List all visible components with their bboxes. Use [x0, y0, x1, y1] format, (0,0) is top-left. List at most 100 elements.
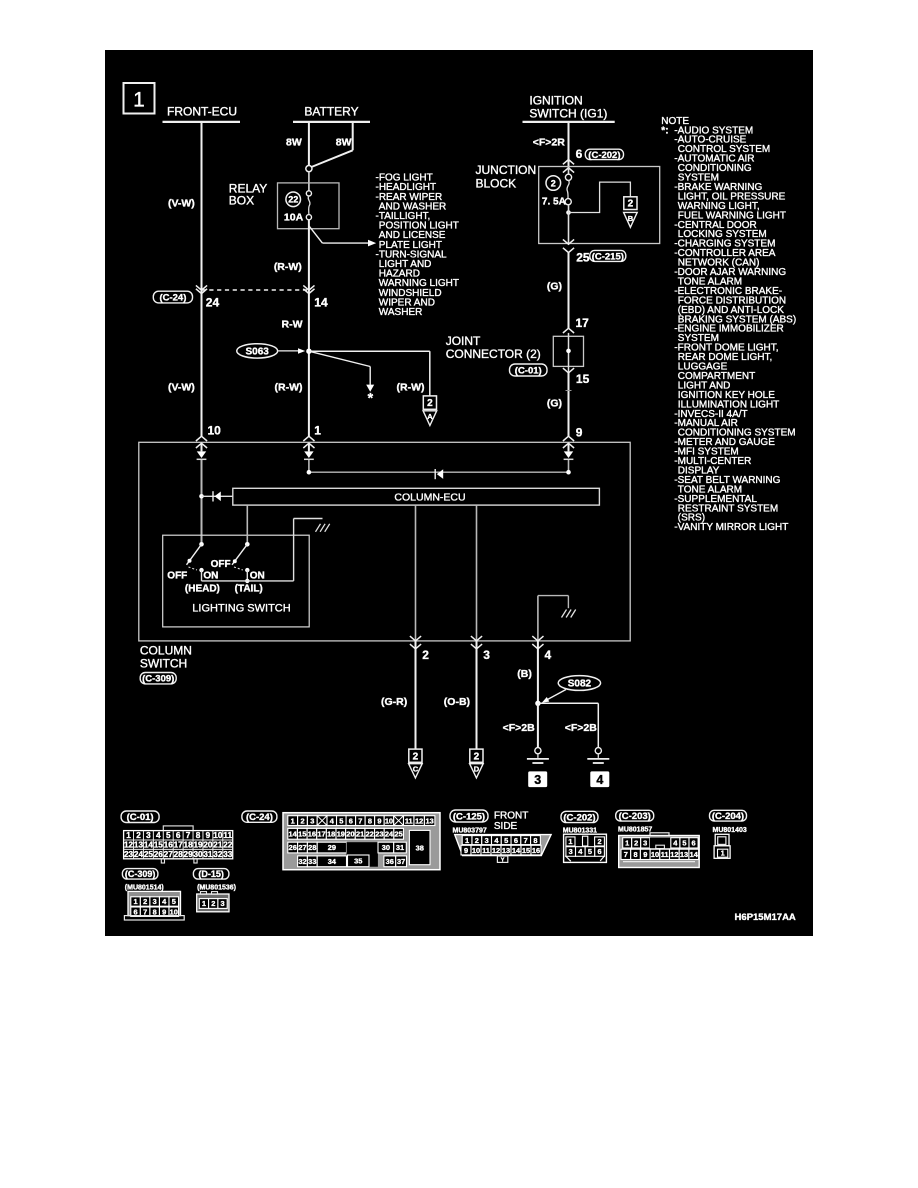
svg-text:D: D	[474, 765, 480, 774]
svg-text:(G): (G)	[547, 281, 562, 293]
svg-text:13: 13	[502, 846, 510, 855]
svg-text:6: 6	[691, 839, 695, 848]
svg-text:1: 1	[126, 831, 131, 840]
svg-text:2: 2	[300, 816, 304, 825]
svg-text:LIGHT AND: LIGHT AND	[678, 380, 731, 391]
svg-text:NETWORK (CAN): NETWORK (CAN)	[678, 258, 760, 269]
svg-text:REAR DOME LIGHT,: REAR DOME LIGHT,	[678, 352, 772, 363]
svg-text:14: 14	[314, 296, 328, 310]
svg-text:*: *	[368, 390, 374, 406]
svg-text:18: 18	[327, 829, 335, 838]
svg-text:-CONTROLLER AREA: -CONTROLLER AREA	[674, 248, 775, 259]
svg-text:7: 7	[524, 836, 528, 845]
svg-text:1: 1	[625, 839, 629, 848]
svg-text:-AUTO-CRUISE: -AUTO-CRUISE	[674, 135, 746, 146]
svg-text:7: 7	[624, 850, 628, 859]
svg-text:12: 12	[670, 850, 678, 859]
svg-text:27: 27	[298, 843, 306, 852]
svg-text:17: 17	[174, 841, 184, 850]
svg-text:17: 17	[317, 829, 325, 838]
svg-text:-VANITY MIRROR LIGHT: -VANITY MIRROR LIGHT	[674, 522, 788, 533]
svg-text:(C-01): (C-01)	[127, 812, 154, 823]
svg-text:6: 6	[576, 147, 583, 161]
svg-text:(C-125): (C-125)	[453, 811, 485, 822]
svg-text:12: 12	[124, 841, 134, 850]
svg-text:16: 16	[532, 846, 540, 855]
svg-text:SYSTEM: SYSTEM	[678, 333, 719, 344]
svg-text:5: 5	[588, 847, 592, 856]
svg-text:4: 4	[545, 648, 552, 662]
svg-text:4: 4	[156, 831, 161, 840]
svg-text:CONDITIONING: CONDITIONING	[678, 163, 752, 174]
svg-text:2: 2	[143, 897, 147, 906]
svg-text:(EBD) AND ANTI-LOCK: (EBD) AND ANTI-LOCK	[678, 305, 784, 316]
svg-text:ON: ON	[203, 570, 218, 581]
svg-text:1: 1	[134, 897, 138, 906]
svg-text:NOTE: NOTE	[661, 116, 689, 127]
svg-text:34: 34	[328, 857, 337, 866]
svg-text:CONNECTOR (2): CONNECTOR (2)	[446, 347, 541, 361]
svg-text:15: 15	[298, 829, 306, 838]
svg-text:-TAILLIGHT,: -TAILLIGHT,	[376, 211, 431, 222]
svg-text:ILLUMINATION LIGHT: ILLUMINATION LIGHT	[678, 399, 780, 410]
svg-text:(G): (G)	[547, 397, 562, 409]
svg-text:2: 2	[422, 648, 429, 662]
svg-text:MU801857: MU801857	[618, 827, 652, 834]
svg-text:(C-203): (C-203)	[619, 811, 651, 822]
svg-text:7. 5A: 7. 5A	[542, 197, 566, 208]
svg-text:COLUMN: COLUMN	[140, 643, 192, 657]
svg-text:MU801403: MU801403	[713, 827, 747, 834]
svg-text:10: 10	[170, 907, 178, 916]
svg-text:1: 1	[314, 423, 321, 437]
svg-text:23: 23	[124, 850, 134, 859]
svg-text:(C-24): (C-24)	[159, 292, 186, 303]
svg-text:22: 22	[288, 195, 298, 205]
svg-text:WARNING LIGHT,: WARNING LIGHT,	[678, 201, 760, 212]
svg-text:-REAR WIPER: -REAR WIPER	[376, 192, 443, 203]
svg-text:POSITION LIGHT: POSITION LIGHT	[379, 221, 459, 232]
svg-text:-MFI SYSTEM: -MFI SYSTEM	[674, 447, 738, 458]
svg-text:(G-R): (G-R)	[381, 696, 407, 708]
svg-text:18: 18	[184, 841, 194, 850]
svg-text:<F>2R: <F>2R	[533, 137, 566, 149]
svg-text:20: 20	[203, 841, 213, 850]
svg-text:2: 2	[475, 836, 479, 845]
svg-text:SIDE: SIDE	[494, 821, 518, 832]
svg-text:24: 24	[134, 850, 144, 859]
svg-text:5: 5	[172, 897, 176, 906]
svg-text:COLUMN-ECU: COLUMN-ECU	[394, 491, 465, 503]
svg-text:8: 8	[368, 816, 372, 825]
svg-text:LIGHT AND: LIGHT AND	[379, 259, 432, 270]
svg-text:15: 15	[522, 846, 530, 855]
svg-text:17: 17	[576, 316, 590, 330]
svg-text:32: 32	[298, 857, 306, 866]
svg-text:A: A	[427, 412, 433, 421]
svg-text:29: 29	[184, 850, 194, 859]
svg-text:2: 2	[427, 398, 433, 409]
svg-text:1: 1	[721, 851, 725, 858]
svg-text:33: 33	[308, 857, 316, 866]
svg-text:FUEL WARNING LIGHT: FUEL WARNING LIGHT	[678, 210, 786, 221]
svg-text:12: 12	[415, 816, 423, 825]
svg-text:SWITCH (IG1): SWITCH (IG1)	[529, 106, 607, 120]
svg-text:9: 9	[206, 831, 211, 840]
svg-text:BATTERY: BATTERY	[304, 104, 358, 118]
svg-text:1: 1	[465, 836, 469, 845]
svg-text:15: 15	[576, 372, 590, 386]
svg-text:29: 29	[328, 843, 336, 852]
svg-text:-BRAKE WARNING: -BRAKE WARNING	[674, 182, 762, 193]
svg-text:5: 5	[339, 816, 343, 825]
svg-text:(C-202): (C-202)	[563, 812, 595, 823]
svg-text:2: 2	[628, 199, 634, 210]
svg-text:S063: S063	[246, 347, 270, 358]
svg-text:*:: *:	[661, 125, 668, 136]
svg-text:21: 21	[213, 841, 223, 850]
svg-text:10: 10	[208, 423, 222, 437]
svg-text:32: 32	[213, 850, 223, 859]
svg-text:15: 15	[154, 841, 164, 850]
svg-text:MU801331: MU801331	[563, 827, 597, 834]
svg-text:-DOOR AJAR WARNING: -DOOR AJAR WARNING	[674, 267, 786, 278]
svg-text:BRAKING SYSTEM (ABS): BRAKING SYSTEM (ABS)	[678, 314, 796, 325]
svg-text:1: 1	[202, 899, 206, 908]
svg-text:FRONT: FRONT	[494, 810, 528, 821]
